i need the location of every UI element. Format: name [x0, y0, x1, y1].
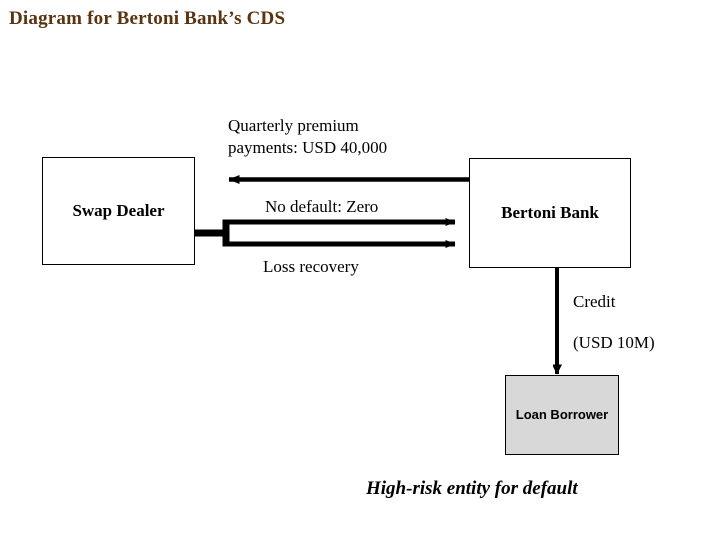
node-bertoni-bank[interactable]: Bertoni Bank	[469, 158, 631, 268]
caption-credit: Credit	[573, 292, 616, 311]
caption-quarterly-premium: Quarterly premium payments: USD 40,000	[228, 116, 388, 157]
caption-high-risk-entity: High-risk entity for default	[366, 478, 578, 499]
caption-no-default: No default: Zero	[265, 197, 379, 216]
caption-loss-recovery: Loss recovery	[263, 257, 359, 276]
node-loan-borrower[interactable]: Loan Borrower	[505, 375, 619, 455]
node-swap-dealer[interactable]: Swap Dealer	[42, 157, 195, 265]
page-title: Diagram for Bertoni Bank’s CDS	[9, 8, 286, 29]
premium-payment-arrow	[228, 168, 471, 192]
node-swap-dealer-label: Swap Dealer	[72, 201, 165, 221]
node-bertoni-bank-label: Bertoni Bank	[501, 203, 599, 223]
node-loan-borrower-label: Loan Borrower	[515, 406, 609, 422]
payout-fork-arrows	[194, 218, 456, 248]
caption-credit-amount: (USD 10M)	[573, 333, 655, 352]
